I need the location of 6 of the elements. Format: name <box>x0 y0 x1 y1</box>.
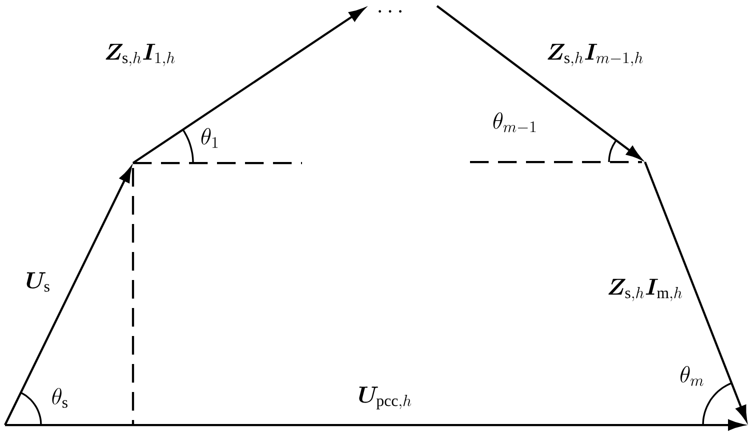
vector-label: $\boldsymbol{U}_{\mathrm{pcc},h}$ <box>359 386 412 410</box>
vector-label: $\boldsymbol{Z}_{\mathrm{s},h}\boldsymbol{I}_{m-1,h}$ <box>548 44 643 66</box>
angle-label: $\theta_{m-1}$ <box>493 112 536 132</box>
vector-label: $\boldsymbol{Z}_{\mathrm{s},h}\boldsymbol{I}_{1,h}$ <box>106 44 175 66</box>
ellipsis-label: $\cdots$ <box>378 10 402 13</box>
angle-label: $\theta_{1}$ <box>201 128 218 148</box>
